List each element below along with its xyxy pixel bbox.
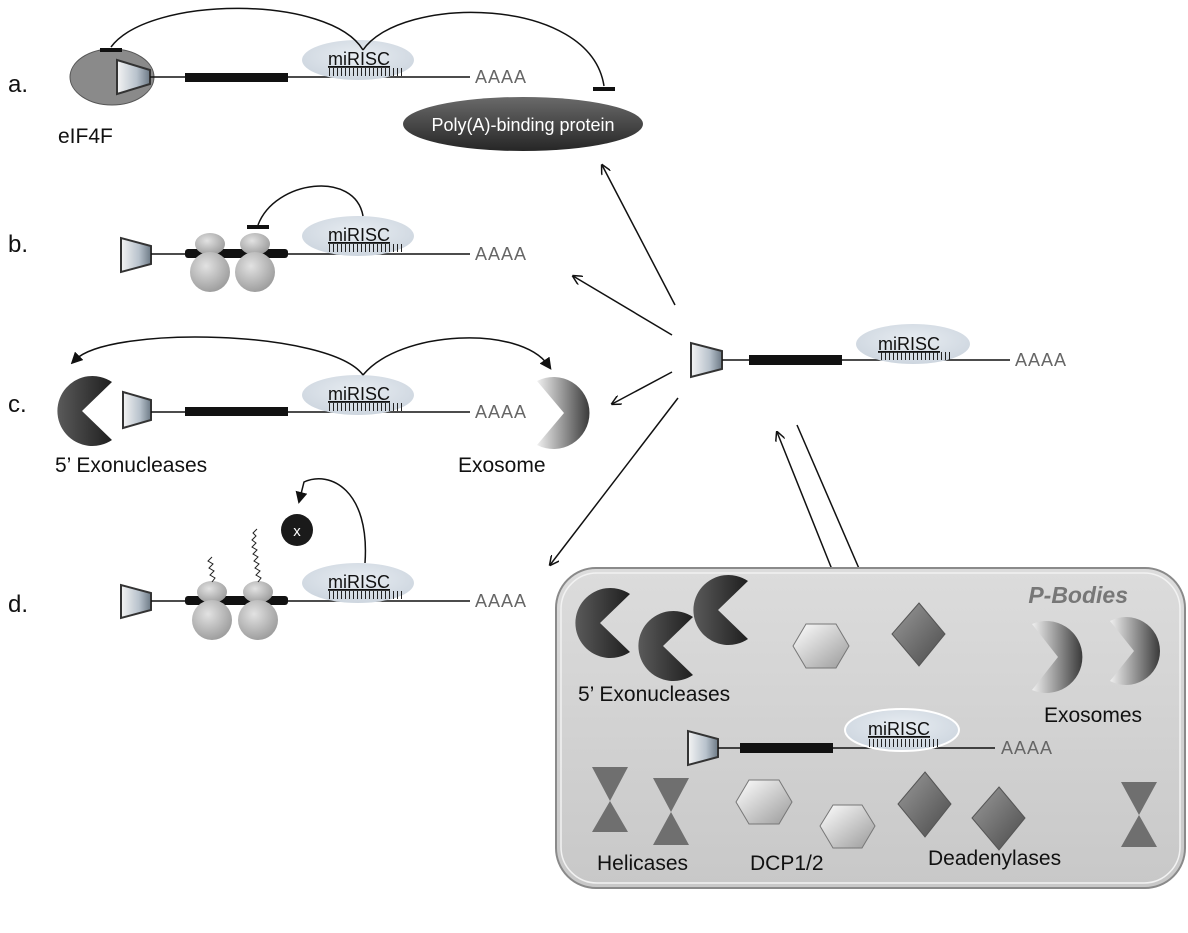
pathway-arrows	[550, 165, 867, 587]
cap-icon	[120, 583, 152, 620]
coding-region	[749, 355, 842, 365]
exosome-icon	[1032, 620, 1083, 694]
base-pairing	[327, 403, 403, 411]
base-pairing	[327, 591, 403, 599]
protease-x	[281, 514, 313, 546]
polya-tail: AAAA	[475, 67, 527, 87]
deadenylase-diamond	[891, 602, 946, 667]
exonuclease-icon	[57, 376, 112, 446]
panel-d: d. x miRISC AAAA	[8, 478, 527, 640]
base-pairing	[327, 244, 403, 252]
pb-exosome-label: Exosomes	[1044, 704, 1142, 727]
helicase-icon	[592, 767, 628, 832]
mirisc-label: miRISC	[328, 225, 390, 245]
arrow-to-panel-a	[602, 165, 676, 306]
activation-arc-exosome	[362, 337, 552, 376]
nascent-peptide	[207, 556, 216, 583]
panel-c: c. miRISC AAAA 5’ Exonucleases Exosome	[8, 336, 590, 477]
cap-icon	[687, 729, 719, 767]
pabp-protein	[403, 97, 643, 151]
helicase-icon	[1121, 782, 1157, 847]
panel-label-c: c.	[8, 391, 27, 418]
ribosome-large-subunit	[190, 252, 230, 292]
helicase-icon	[653, 778, 689, 845]
arrow-from-pbodies	[777, 432, 836, 578]
activation-arc-exonuclease	[70, 336, 364, 376]
ribosome-large-subunit	[235, 252, 275, 292]
polya-tail: AAAA	[1015, 350, 1067, 370]
mirisc-label: miRISC	[328, 384, 390, 404]
deadenylase-diamond	[897, 771, 952, 838]
ribosome-small-subunit	[243, 581, 273, 603]
coding-region	[740, 743, 833, 753]
exonuclease-label: 5’ Exonucleases	[55, 454, 207, 477]
exonuclease-icon	[693, 575, 748, 645]
activation-arc	[295, 478, 367, 564]
polya-tail: AAAA	[1001, 738, 1053, 758]
mirisc-label: miRISC	[868, 719, 930, 739]
nascent-peptide	[251, 528, 262, 583]
inhibition-arc	[257, 185, 364, 226]
deadenylase-diamond	[971, 786, 1026, 851]
base-pairing	[866, 739, 938, 747]
cap-icon	[120, 236, 152, 274]
pabp-label: Poly(A)-binding protein	[431, 115, 614, 135]
coding-region	[185, 407, 288, 416]
exosome-icon	[537, 377, 590, 449]
ribosome-large-subunit	[192, 600, 232, 640]
inhibition-arc-eif4f	[110, 7, 364, 51]
protease-x-label: x	[293, 523, 301, 540]
cap-icon	[116, 58, 151, 96]
base-pairing	[878, 352, 952, 360]
exonuclease-icon	[638, 611, 693, 682]
pb-exonuclease-label: 5’ Exonucleases	[578, 683, 730, 706]
base-pairing	[327, 68, 403, 76]
central-mrna: miRISC AAAA	[690, 324, 1067, 379]
pb-deadenylase-label: Deadenylases	[928, 847, 1061, 870]
polya-tail: AAAA	[475, 402, 527, 422]
polya-tail: AAAA	[475, 244, 527, 264]
ribosome-small-subunit	[195, 233, 225, 255]
exonuclease-icon	[575, 588, 630, 658]
panel-label-b: b.	[8, 231, 28, 258]
panel-label-a: a.	[8, 71, 28, 98]
arrow-to-pbodies	[796, 424, 867, 587]
p-bodies-title: P-Bodies	[1028, 582, 1128, 608]
exosome-label: Exosome	[458, 454, 546, 477]
cap-icon	[690, 341, 723, 379]
mirisc-label: miRISC	[328, 572, 390, 592]
p-bodies-inner-border	[560, 572, 1181, 884]
mirisc-label: miRISC	[878, 334, 940, 354]
dcp-hexagon	[819, 804, 876, 849]
pb-helicase-label: Helicases	[597, 852, 688, 875]
dcp-hexagon	[792, 623, 850, 669]
pb-dcp-label: DCP1/2	[750, 852, 824, 875]
eif4f-label: eIF4F	[58, 125, 113, 148]
polya-tail: AAAA	[475, 591, 527, 611]
arrow-to-panel-c	[612, 371, 673, 404]
p-bodies-panel: P-Bodies 5’ Exonucleases Exosomes miRISC…	[555, 567, 1186, 889]
arrow-to-panel-d	[550, 397, 679, 565]
panel-b: b. miRISC AAAA	[8, 185, 527, 292]
ribosome-small-subunit	[240, 233, 270, 255]
panel-a: a. eIF4F miRISC AAAA Poly(A)-binding pro…	[8, 7, 643, 151]
coding-region	[185, 73, 288, 82]
arrow-to-panel-b	[573, 276, 673, 336]
dcp-hexagon	[735, 779, 793, 825]
panel-label-d: d.	[8, 591, 28, 618]
exosome-icon	[1110, 617, 1161, 685]
ribosome-small-subunit	[197, 581, 227, 603]
ribosome-large-subunit	[238, 600, 278, 640]
mirisc-label: miRISC	[328, 49, 390, 69]
inhibition-arc-pabp	[362, 11, 605, 87]
cap-icon	[122, 390, 152, 430]
